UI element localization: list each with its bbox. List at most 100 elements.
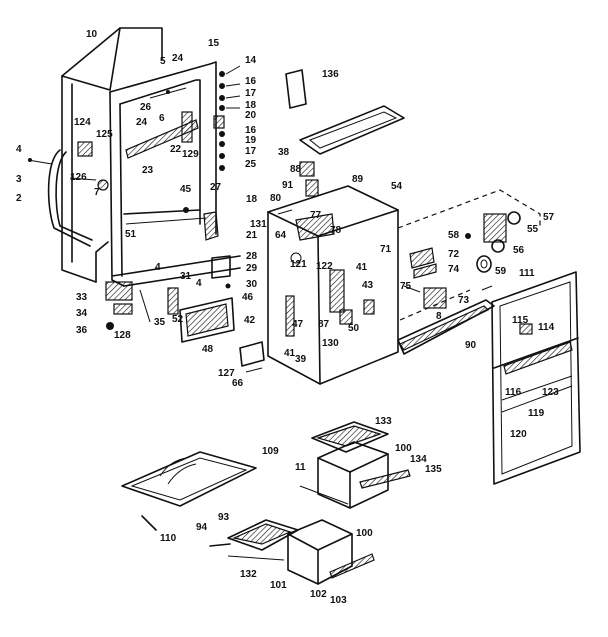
crisper-rail-90 bbox=[397, 285, 495, 355]
control-knobs bbox=[403, 247, 447, 309]
callout-90: 90 bbox=[465, 340, 477, 351]
callout-20: 20 bbox=[245, 110, 257, 121]
callout-100: 100 bbox=[356, 528, 373, 539]
callout-126: 126 bbox=[70, 172, 87, 183]
callout-59: 59 bbox=[495, 266, 507, 277]
callout-16: 16 bbox=[245, 125, 257, 136]
light-cover-136 bbox=[285, 69, 307, 109]
callout-33: 33 bbox=[76, 292, 88, 303]
callout-39: 39 bbox=[295, 354, 307, 365]
callout-19: 19 bbox=[245, 135, 257, 146]
upper-crisper-pan bbox=[299, 421, 411, 509]
callout-26: 26 bbox=[140, 102, 152, 113]
divider-110 bbox=[141, 515, 157, 531]
door-handle-assembly bbox=[27, 141, 109, 247]
callout-45: 45 bbox=[180, 184, 192, 195]
crisper-cover-109 bbox=[121, 451, 257, 507]
callout-127: 127 bbox=[218, 368, 235, 379]
callout-10: 10 bbox=[86, 29, 98, 40]
callout-18: 18 bbox=[245, 100, 257, 111]
callout-6: 6 bbox=[159, 113, 165, 124]
callout-78: 78 bbox=[330, 225, 342, 236]
callout-51: 51 bbox=[125, 229, 137, 240]
lower-crisper-pan bbox=[209, 519, 375, 585]
callout-36: 36 bbox=[76, 325, 88, 336]
callout-91: 91 bbox=[282, 180, 294, 191]
callout-24: 24 bbox=[136, 117, 148, 128]
callout-110: 110 bbox=[160, 533, 177, 544]
callout-41: 41 bbox=[284, 348, 296, 359]
callout-8: 8 bbox=[436, 311, 442, 322]
refrigerator-door-111 bbox=[491, 271, 581, 485]
callout-21: 21 bbox=[246, 230, 258, 241]
callout-24: 24 bbox=[172, 53, 184, 64]
callout-30: 30 bbox=[246, 279, 258, 290]
fan-motor-assembly bbox=[465, 211, 521, 273]
cabinet-outer-shell bbox=[61, 27, 163, 283]
callout-57: 57 bbox=[543, 212, 555, 223]
callout-122: 122 bbox=[316, 261, 333, 272]
lower-hinge-parts bbox=[105, 281, 179, 330]
callout-35: 35 bbox=[154, 317, 166, 328]
callout-73: 73 bbox=[458, 295, 470, 306]
bracket-27 bbox=[183, 207, 231, 289]
callout-56: 56 bbox=[513, 245, 525, 256]
callout-11: 11 bbox=[295, 462, 306, 473]
callout-75: 75 bbox=[400, 281, 412, 292]
callout-18: 18 bbox=[246, 194, 258, 205]
callout-120: 120 bbox=[510, 429, 527, 440]
callout-114: 114 bbox=[538, 322, 555, 333]
callout-87: 87 bbox=[318, 319, 330, 330]
callout-25: 25 bbox=[245, 159, 257, 170]
callout-17: 17 bbox=[245, 88, 257, 99]
callout-93: 93 bbox=[218, 512, 230, 523]
callout-115: 115 bbox=[512, 315, 529, 326]
callout-128: 128 bbox=[114, 330, 131, 341]
callout-134: 134 bbox=[410, 454, 427, 465]
callout-22: 22 bbox=[170, 144, 182, 155]
shelf-rail-assembly bbox=[125, 87, 199, 159]
callout-52: 52 bbox=[172, 314, 184, 325]
callout-2: 2 bbox=[16, 193, 22, 204]
callout-42: 42 bbox=[244, 315, 256, 326]
callout-17: 17 bbox=[245, 146, 257, 157]
callout-100: 100 bbox=[395, 443, 412, 454]
callout-41: 41 bbox=[356, 262, 368, 273]
callout-135: 135 bbox=[425, 464, 442, 475]
callout-54: 54 bbox=[391, 181, 403, 192]
callout-48: 48 bbox=[202, 344, 214, 355]
callout-125: 125 bbox=[96, 129, 113, 140]
callout-136: 136 bbox=[322, 69, 339, 80]
callout-4: 4 bbox=[16, 144, 22, 155]
callout-71: 71 bbox=[380, 244, 392, 255]
callout-3: 3 bbox=[16, 174, 22, 185]
callout-88: 88 bbox=[290, 164, 302, 175]
callout-43: 43 bbox=[362, 280, 374, 291]
grille-48 bbox=[179, 297, 235, 343]
callout-77: 77 bbox=[310, 210, 322, 221]
callout-124: 124 bbox=[74, 117, 91, 128]
freezer-shelf-38 bbox=[299, 105, 405, 155]
callout-103: 103 bbox=[330, 595, 347, 606]
callout-94: 94 bbox=[196, 522, 208, 533]
callout-111: 111 bbox=[519, 268, 535, 279]
callout-55: 55 bbox=[527, 224, 539, 235]
callout-5: 5 bbox=[160, 56, 166, 67]
callout-15: 15 bbox=[208, 38, 220, 49]
callout-29: 29 bbox=[246, 263, 258, 274]
callout-131: 131 bbox=[250, 219, 267, 230]
callout-80: 80 bbox=[270, 193, 282, 204]
callout-109: 109 bbox=[262, 446, 279, 457]
callout-50: 50 bbox=[348, 323, 360, 334]
callout-133: 133 bbox=[375, 416, 392, 427]
hardware-screws-column bbox=[213, 65, 241, 171]
callout-34: 34 bbox=[76, 308, 88, 319]
callout-23: 23 bbox=[142, 165, 154, 176]
callout-27: 27 bbox=[210, 182, 222, 193]
callout-4: 4 bbox=[196, 278, 202, 289]
callout-74: 74 bbox=[448, 264, 460, 275]
callout-38: 38 bbox=[278, 147, 290, 158]
food-liner-box bbox=[239, 161, 399, 385]
callout-46: 46 bbox=[242, 292, 254, 303]
callout-14: 14 bbox=[245, 55, 257, 66]
